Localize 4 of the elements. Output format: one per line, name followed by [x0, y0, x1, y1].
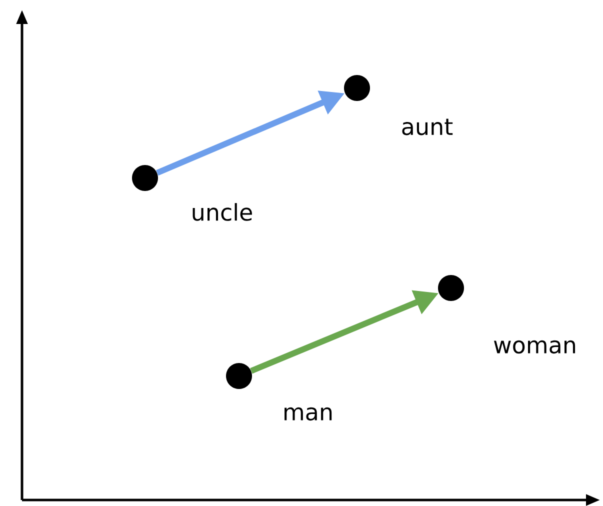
- word-label: woman: [494, 340, 576, 354]
- word-label: man: [284, 407, 332, 421]
- word-label: aunt: [402, 118, 453, 136]
- word-label: uncle: [192, 203, 252, 221]
